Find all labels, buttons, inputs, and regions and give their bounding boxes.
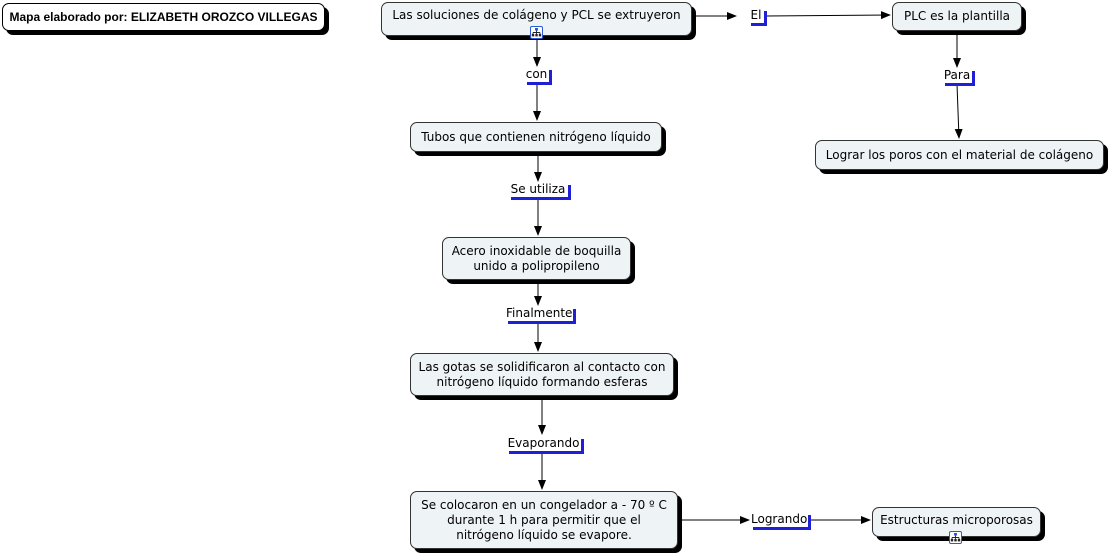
link-label-el: El (748, 8, 764, 23)
sitemap-icon-extrusion[interactable] (530, 26, 543, 39)
concept-congelador[interactable]: Se colocaron en un congelador a - 70 º C… (410, 491, 678, 549)
line-el-plc (765, 11, 891, 20)
concept-extrusion[interactable]: Las soluciones de colágeno y PCL se extr… (381, 2, 692, 36)
link-label-con: con (524, 67, 549, 82)
link-label-logrando: Logrando (750, 512, 808, 527)
link-label-se-utiliza: Se utiliza (508, 182, 568, 197)
sitemap-icon-estructuras[interactable] (949, 531, 962, 544)
link-label-finalmente: Finalmente (505, 306, 573, 321)
link-label-evaporando: Evaporando (506, 436, 581, 451)
author-note: Mapa elaborado por: ELIZABETH OROZCO VIL… (2, 3, 325, 31)
concept-tubos[interactable]: Tubos que contienen nitrógeno líquido (410, 122, 662, 152)
link-label-para: Para (942, 68, 972, 83)
concept-gotas[interactable]: Las gotas se solidificaron al contacto c… (410, 353, 674, 396)
concept-poros[interactable]: Lograr los poros con el material de colá… (815, 140, 1104, 170)
concept-plc[interactable]: PLC es la plantilla (892, 2, 1022, 31)
line-para-poros (954, 83, 963, 139)
concept-acero[interactable]: Acero inoxidable de boquilla unido a pol… (442, 237, 631, 280)
